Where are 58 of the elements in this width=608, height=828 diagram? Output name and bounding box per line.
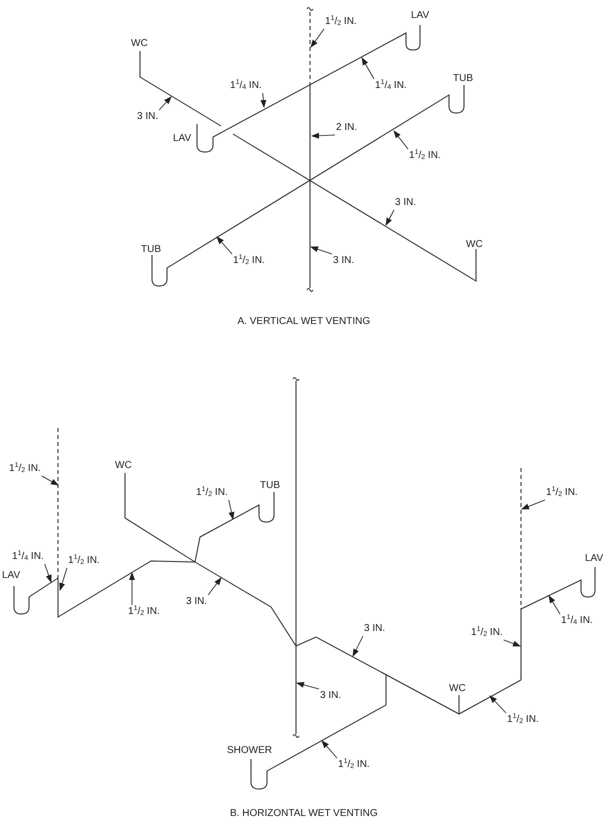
fixture-label: WC	[466, 239, 483, 251]
leader-arrow	[59, 568, 68, 591]
fixture-label: WC	[115, 460, 132, 472]
leader-arrow	[296, 682, 320, 690]
leader-arrow	[208, 577, 222, 596]
pipe-size-label: 1$^{1}$/$_{2}$ IN.	[68, 555, 100, 567]
figure-caption: B. HORIZONTAL WET VENTING	[230, 808, 378, 820]
pipe-size-label: 1$^{1}$/$_{2}$ IN.	[471, 627, 503, 639]
leader-arrow	[489, 695, 506, 714]
pipe-size-label: 1$^{1}$/$_{2}$ IN.	[546, 487, 578, 499]
figure-caption: A. VERTICAL WET VENTING	[238, 316, 370, 328]
leader-arrow	[310, 28, 324, 48]
leader-arrow	[352, 636, 364, 657]
fixture-label: LAV	[585, 553, 604, 565]
leader-arrow	[310, 246, 332, 254]
leader-arrow	[503, 640, 521, 646]
fixture-label: LAV	[173, 133, 192, 145]
pipe-size-label: 1$^{1}$/$_{4}$ IN.	[375, 80, 407, 92]
pipe-size-label: 3 IN.	[333, 255, 354, 267]
pipe-size-label: 1$^{1}$/$_{2}$ IN.	[233, 255, 265, 267]
pipe-size-label: 1$^{1}$/$_{2}$ IN.	[196, 487, 228, 499]
fixture-label: TUB	[260, 480, 280, 492]
leader-arrow	[158, 96, 172, 110]
leader-arrow	[393, 130, 408, 150]
pipe-size-label: 3 IN.	[137, 111, 158, 123]
leader-arrow	[548, 595, 560, 614]
pipe-size-label: 1$^{1}$/$_{2}$ IN.	[507, 714, 539, 726]
leader-arrow	[44, 564, 52, 583]
pipe-size-label: 1$^{1}$/$_{2}$ IN.	[128, 606, 160, 618]
leader-arrow	[362, 57, 374, 80]
pipe-size-label: 1$^{1}$/$_{2}$ IN.	[9, 463, 41, 475]
leader-arrow	[41, 476, 59, 486]
pipe-size-label: 3 IN.	[186, 596, 208, 608]
pipe-size-label: 3 IN.	[364, 623, 386, 635]
leader-arrow	[321, 740, 338, 758]
fixture-label: TUB	[453, 73, 473, 85]
leader-arrow	[386, 210, 394, 226]
leader-arrow	[129, 572, 135, 606]
pipe-size-label: 2 IN.	[336, 122, 358, 134]
leader-arrow	[228, 500, 234, 520]
leader-arrow	[216, 236, 232, 254]
pipe-size-label: 3 IN.	[320, 690, 342, 702]
leader-arrow	[260, 92, 266, 108]
fixture-label: WC	[449, 683, 466, 695]
leader-arrow	[311, 132, 336, 139]
pipe-size-label: 1$^{1}$/$_{4}$ IN.	[561, 615, 593, 627]
pipe-size-label: 1$^{1}$/$_{2}$ IN.	[409, 150, 441, 162]
fixture-label: LAV	[411, 10, 430, 22]
pipe-size-label: 3 IN.	[395, 197, 416, 209]
pipe-size-label: 1$^{1}$/$_{4}$ IN.	[12, 551, 44, 563]
fixture-label: WC	[131, 38, 148, 50]
leader-arrow	[521, 500, 546, 510]
fixture-label: LAV	[2, 570, 20, 582]
fixture-label: TUB	[141, 244, 161, 256]
pipe-size-label: 1$^{1}$/$_{2}$ IN.	[325, 16, 357, 28]
fixture-label: SHOWER	[227, 745, 272, 757]
pipe-size-label: 1$^{1}$/$_{4}$ IN.	[230, 80, 262, 92]
pipe-size-label: 1$^{1}$/$_{2}$ IN.	[338, 759, 370, 771]
